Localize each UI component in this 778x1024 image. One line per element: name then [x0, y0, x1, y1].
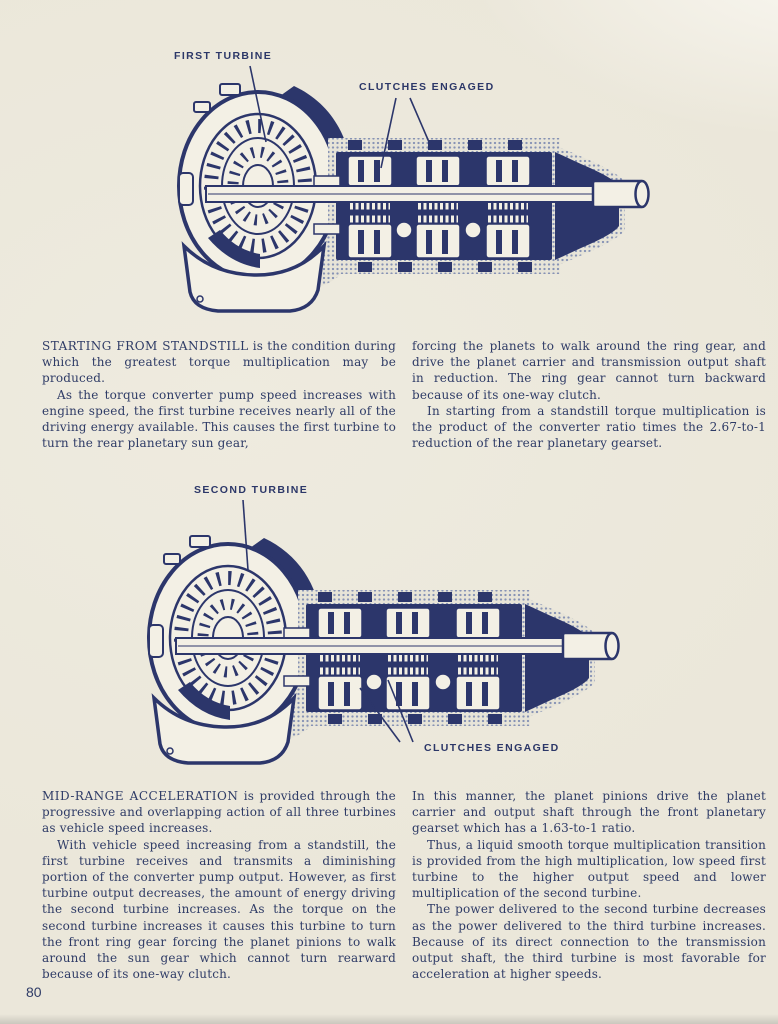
first-turbine-label: FIRST TURBINE: [174, 50, 273, 62]
section1-right-column: forcing the planets to walk around the r…: [412, 338, 766, 451]
paragraph: MID-RANGE ACCELERATION is provided throu…: [42, 788, 396, 837]
leader-line-clutch-right: [387, 679, 414, 743]
second-turbine-label: SECOND TURBINE: [194, 484, 309, 496]
transmission-cutaway-illustration: [138, 499, 663, 778]
paragraph: STARTING FROM STANDSTILL is the conditio…: [42, 338, 396, 387]
paragraph: As the torque converter pump speed incre…: [42, 387, 396, 451]
transmission-cutaway-illustration: [138, 65, 663, 317]
paragraph: forcing the planets to walk around the r…: [412, 339, 766, 402]
page-number: 80: [26, 984, 42, 1000]
section1-left-column: STARTING FROM STANDSTILL is the conditio…: [42, 338, 396, 451]
paragraph: With vehicle speed increasing from a sta…: [42, 837, 396, 982]
page-edge-shadow: [0, 1014, 778, 1024]
leader-line-first-turbine: [249, 65, 267, 143]
paragraph: In starting from a standstill torque mul…: [412, 403, 766, 451]
paragraph: The power delivered to the second turbin…: [412, 902, 766, 982]
leader-line-second-turbine: [242, 499, 249, 571]
clutches-engaged-label-bottom: CLUTCHES ENGAGED: [424, 742, 560, 754]
paragraph: Thus, a liquid smooth torque multiplicat…: [412, 837, 766, 901]
leader-line-clutch-left: [359, 687, 401, 743]
paragraph-text: is provided through the progressive and …: [42, 789, 396, 836]
figure-first-turbine: FIRST TURBINE CLUTCHES ENGAGED: [138, 45, 663, 317]
clutches-engaged-label-top: CLUTCHES ENGAGED: [359, 81, 495, 93]
paragraph-lead: MID-RANGE ACCELERATION: [42, 789, 239, 803]
section2-right-column: In this manner, the planet pinions drive…: [412, 788, 766, 982]
paragraph-lead: STARTING FROM STANDSTILL: [42, 339, 249, 353]
paragraph: In this manner, the planet pinions drive…: [412, 789, 766, 836]
paragraph-text: is the condition during which the greate…: [42, 339, 396, 386]
leader-line-clutch-left: [380, 97, 397, 169]
section2-left-column: MID-RANGE ACCELERATION is provided throu…: [42, 788, 396, 982]
leader-line-clutch-right: [409, 97, 433, 150]
figure-second-turbine: SECOND TURBINE CLUTCHES ENGAGED: [138, 478, 663, 778]
